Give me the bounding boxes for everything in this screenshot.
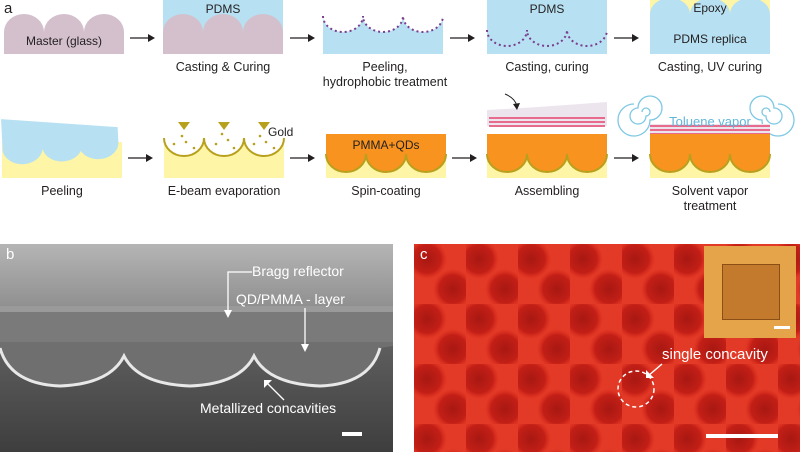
master-label: Master (glass) xyxy=(25,34,102,48)
pdms-label-2: PDMS xyxy=(529,2,565,16)
caption-uv-curing: Casting, UV curing xyxy=(657,60,763,74)
step-casting2-diagram xyxy=(486,0,608,54)
single-concavity-label: single concavity xyxy=(662,346,768,363)
caption-assembling: Assembling xyxy=(514,184,580,198)
caption-solvent-vapor: Solvent vapor treatment xyxy=(671,184,749,213)
step-casting-diagram xyxy=(163,0,283,54)
qd-pmma-label: QD/PMMA - layer xyxy=(236,291,345,307)
caption-peeling-hydrophobic: Peeling, hydrophobic treatment xyxy=(322,60,448,89)
arrow-1 xyxy=(130,34,155,42)
pdms-replica-label: PDMS replica xyxy=(673,32,747,46)
step-uv-curing-diagram xyxy=(650,0,770,54)
sem-image xyxy=(0,244,393,452)
metal-pointer xyxy=(264,380,285,401)
qd-pointer xyxy=(301,308,309,352)
inset-photo xyxy=(704,246,796,338)
panel-c-label: c xyxy=(420,246,428,263)
toluene-vapor-label: Toluene vapor xyxy=(669,114,751,129)
step-solvent-diagram xyxy=(617,95,795,178)
metallized-concavities-label: Metallized concavities xyxy=(200,400,337,416)
arrow-5 xyxy=(128,154,153,162)
epoxy-label: Epoxy xyxy=(693,1,727,15)
arrow-2 xyxy=(290,34,315,42)
concavity-pointer xyxy=(646,363,663,378)
pdms-label-1: PDMS xyxy=(205,2,241,16)
step-peeling2-diagram xyxy=(1,119,122,178)
step-ebeam-diagram xyxy=(163,118,285,178)
panel-a-label: a xyxy=(4,0,13,17)
fluorescence-image xyxy=(414,244,800,452)
step-master-diagram xyxy=(4,14,124,54)
caption-ebeam: E-beam evaporation xyxy=(167,184,281,198)
arrow-7 xyxy=(452,154,477,162)
step-assembling-diagram xyxy=(486,93,608,178)
bragg-pointer xyxy=(224,271,252,318)
gold-label: Gold xyxy=(268,125,294,139)
arrow-6 xyxy=(290,154,315,162)
caption-peeling: Peeling xyxy=(41,184,83,198)
arrow-3 xyxy=(450,34,475,42)
caption-casting-curing-2: Casting, curing xyxy=(505,60,589,74)
bragg-reflector-label: Bragg reflector xyxy=(252,263,344,279)
pmma-qds-label: PMMA+QDs xyxy=(352,138,420,152)
caption-spin-coating: Spin-coating xyxy=(351,184,421,198)
arrow-4 xyxy=(614,34,639,42)
arrow-8 xyxy=(614,154,639,162)
caption-casting-curing: Casting & Curing xyxy=(175,60,271,74)
step-spincoat-diagram xyxy=(325,134,447,178)
panel-b-label: b xyxy=(6,246,15,263)
step-peeling-diagram xyxy=(322,15,444,54)
